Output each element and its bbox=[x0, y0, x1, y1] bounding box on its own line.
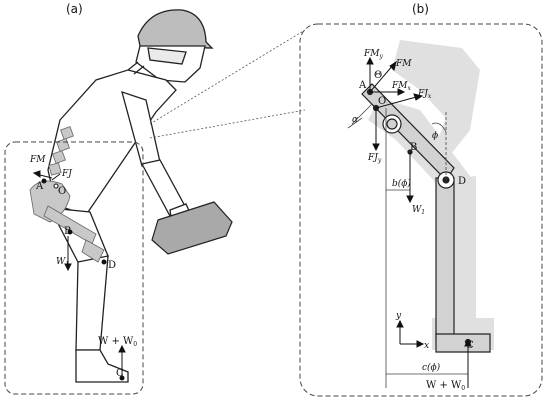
label-a-fm: FM bbox=[29, 155, 46, 165]
panel-label-b: (b) bbox=[412, 2, 429, 16]
label-b-a: A bbox=[358, 80, 367, 91]
label-b-fmy: FMy bbox=[363, 49, 383, 60]
worker-figure bbox=[47, 9, 214, 383]
label-b-d: D bbox=[458, 176, 466, 187]
label-b-w-total: W + W0 bbox=[426, 380, 465, 392]
label-a-b: B bbox=[64, 226, 71, 237]
label-b-fm: FM bbox=[395, 59, 412, 69]
label-a-d: D bbox=[108, 260, 116, 271]
label-a-w-total: W + W0 bbox=[98, 336, 137, 348]
label-b-axis-x: x bbox=[424, 341, 429, 351]
label-b-fjx: FJx bbox=[417, 89, 432, 100]
goggles bbox=[147, 47, 187, 65]
forces-a bbox=[32, 170, 126, 381]
label-b-b: B bbox=[410, 142, 417, 153]
reference-lines bbox=[347, 103, 468, 388]
exoskeleton-a bbox=[29, 126, 105, 263]
label-b-w1: W1 bbox=[412, 205, 425, 216]
inset-box-b bbox=[299, 23, 543, 397]
label-b-fmx: FMx bbox=[391, 81, 411, 92]
panel-label-a: (a) bbox=[66, 2, 83, 16]
carried-box bbox=[151, 201, 233, 255]
shoe bbox=[75, 349, 129, 383]
forces-b bbox=[366, 56, 472, 388]
label-b-c: C bbox=[466, 340, 474, 351]
body-silhouette bbox=[368, 40, 494, 350]
label-b-phi: ϕ bbox=[432, 131, 438, 141]
label-a-fj: FJ bbox=[61, 169, 73, 179]
mechanism bbox=[361, 83, 491, 353]
label-b-b-phi: b(ϕ) bbox=[392, 178, 411, 189]
inset-box-a bbox=[4, 141, 144, 395]
label-b-o: O bbox=[378, 96, 386, 107]
hard-hat bbox=[137, 9, 214, 49]
label-a-w1: W1 bbox=[56, 257, 69, 268]
label-a-a: A bbox=[35, 181, 44, 192]
label-b-c-phi: c(ϕ) bbox=[422, 362, 441, 373]
label-a-o: O bbox=[58, 186, 66, 197]
label-a-c: C bbox=[116, 368, 124, 379]
label-b-axis-y: y bbox=[395, 311, 402, 321]
label-b-theta: Θ bbox=[374, 70, 382, 81]
label-b-fjy: FJy bbox=[367, 153, 382, 164]
label-b-alpha: α bbox=[352, 115, 358, 125]
